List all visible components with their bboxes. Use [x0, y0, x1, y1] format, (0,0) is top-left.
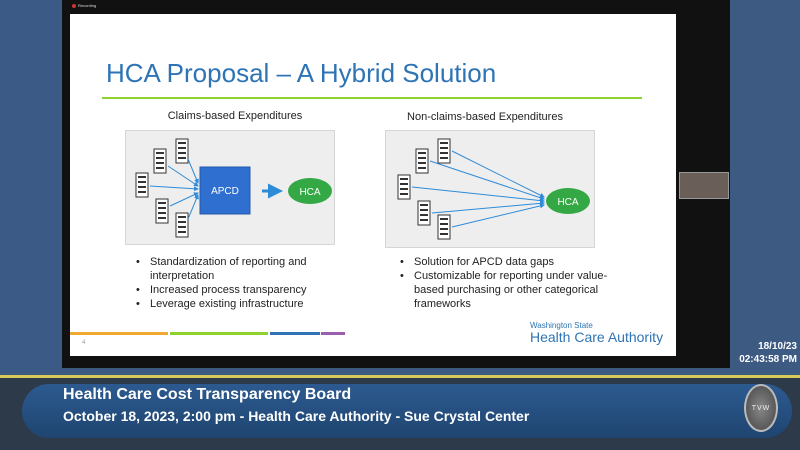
apcd-box: [199, 166, 251, 215]
building-icon: [175, 212, 189, 238]
banner-title: Health Care Cost Transparency Board: [63, 386, 352, 403]
recording-label: Recording: [78, 3, 97, 8]
footer-bar-blue: [270, 332, 320, 335]
recording-indicator: Recording: [72, 3, 96, 8]
bullet-item: Solution for APCD data gaps: [400, 255, 620, 269]
banner: [22, 384, 792, 438]
building-icon: [417, 200, 431, 226]
background-right: [730, 0, 800, 372]
non-claims-diagram-graphic: HCA: [397, 138, 590, 240]
time-label: 02:43:58 PM: [739, 354, 797, 365]
right-heading: Non-claims-based Expenditures: [407, 111, 563, 123]
record-icon: [72, 3, 76, 8]
title-rule: [102, 97, 642, 99]
bullet-item: Standardization of reporting and interpr…: [136, 255, 336, 283]
logo-line2: Health Care Authority: [530, 329, 664, 345]
participant-video-thumbnail[interactable]: [679, 172, 729, 199]
bullet-item: Increased process transparency: [136, 283, 336, 297]
building-icon: [175, 138, 189, 164]
hca-ellipse: [546, 188, 590, 214]
slide-title: HCA Proposal – A Hybrid Solution: [106, 58, 497, 88]
tvw-logo-text: TVW: [751, 404, 771, 412]
divider-line: [0, 375, 800, 378]
building-icon: [415, 148, 429, 174]
right-bullets: Solution for APCD data gaps Customizable…: [400, 255, 620, 311]
building-icon: [135, 172, 149, 198]
footer-bar-orange: [70, 332, 168, 335]
building-icon: [437, 214, 451, 240]
page-number: 4: [82, 340, 86, 346]
timestamp: 18/10/23 02:43:58 PM: [735, 340, 797, 366]
presentation-slide: HCA Proposal – A Hybrid Solution Claims-…: [70, 14, 676, 356]
building-icon: [437, 138, 451, 164]
claims-diagram-graphic: APCD HCA: [135, 138, 332, 238]
date-label: 18/10/23: [758, 341, 797, 352]
claims-diagram: APCD HCA: [125, 130, 335, 245]
hca-logo: Washington State Health Care Authority: [530, 321, 663, 345]
hca-label: HCA: [557, 197, 578, 208]
background-left: [0, 0, 62, 372]
tvw-logo: TVW: [744, 384, 778, 432]
building-icon: [153, 148, 167, 174]
left-bullets: Standardization of reporting and interpr…: [136, 255, 336, 311]
banner-subtitle: October 18, 2023, 2:00 pm - Health Care …: [63, 408, 530, 424]
footer-bar-purple: [321, 332, 345, 335]
apcd-label: APCD: [211, 186, 239, 197]
hca-ellipse: [288, 178, 332, 204]
hca-label: HCA: [299, 187, 320, 198]
bullet-item: Customizable for reporting under value-b…: [400, 269, 620, 311]
non-claims-diagram: HCA: [385, 130, 595, 248]
left-heading: Claims-based Expenditures: [167, 110, 303, 122]
bullet-item: Leverage existing infrastructure: [136, 297, 336, 311]
building-icon: [155, 198, 169, 224]
logo-line1: Washington State: [530, 321, 593, 330]
building-icon: [397, 174, 411, 200]
footer-bar-green: [170, 332, 268, 335]
